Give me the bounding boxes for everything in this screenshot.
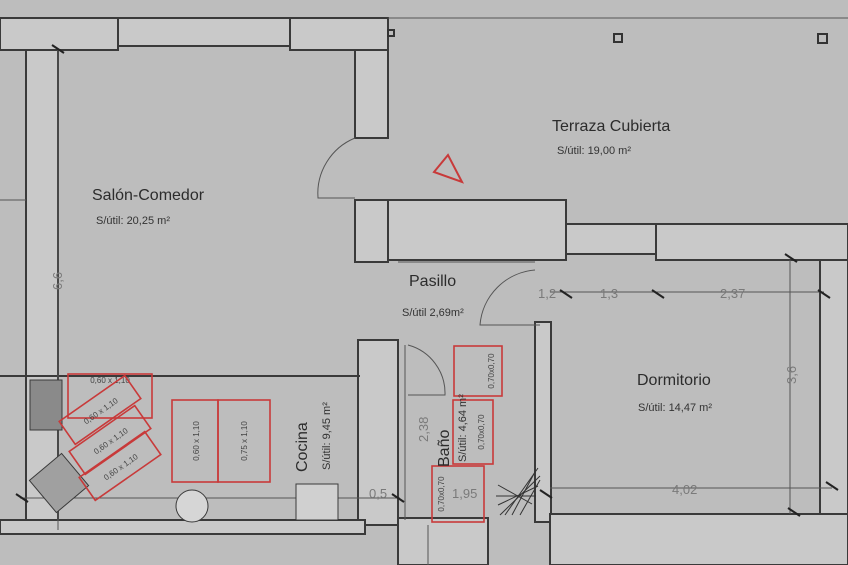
dim-pasillo-small: 1,2	[538, 286, 556, 301]
wall-top-mid	[289, 17, 389, 51]
wall-window-salon	[117, 17, 291, 47]
tick-6	[825, 481, 839, 491]
room-name-cocina: Cocina	[294, 422, 311, 472]
column-marker-2	[613, 33, 623, 43]
wall-salon-terrace-lower	[354, 199, 389, 263]
wall-dorm-right	[819, 259, 848, 531]
dim-dorm-bottom: 4,02	[672, 482, 697, 497]
fixture-b1	[453, 345, 503, 397]
room-area-salon: S/útil: 20,25 m²	[96, 215, 170, 227]
tick-1	[559, 289, 573, 299]
wall-terrace-bottom	[387, 199, 567, 261]
fixture-k5-label: 0,60 x 1,10	[192, 421, 201, 461]
tick-8	[51, 44, 65, 54]
tick-5	[787, 507, 801, 517]
tick-10	[391, 493, 405, 503]
dim-bano-side: 0,5	[369, 486, 387, 501]
north-triangle-icon	[432, 153, 465, 184]
washer-icon	[175, 489, 209, 523]
wall-bottom-kitchen	[0, 519, 366, 535]
fixture-k1-label: 0,60 x 1,10	[90, 376, 130, 385]
tick-7	[539, 489, 553, 499]
fixture-b2-label: 0,70x0,70	[477, 414, 486, 450]
walls	[0, 17, 848, 565]
room-area-bano: S/útil: 4,64 m²	[457, 394, 469, 462]
room-name-dormitorio: Dormitorio	[637, 372, 711, 389]
dim-dorm-right: 3,6	[784, 366, 799, 384]
wall-top-left	[0, 17, 119, 51]
stove-icon	[28, 452, 90, 514]
tick-2	[651, 289, 665, 299]
wall-bath-dorm	[534, 321, 552, 523]
tick-9	[15, 493, 29, 503]
shower-icon	[496, 467, 541, 516]
fixture-b1-label: 0,70x0,70	[487, 353, 496, 389]
fixture-k1	[67, 373, 153, 419]
room-name-salon: Salón-Comedor	[92, 187, 205, 204]
fixture-k6-label: 0,75 x 1,10	[240, 421, 249, 461]
wall-bottom-dorm	[549, 513, 848, 565]
fixture-b2	[452, 399, 494, 465]
dim-bano-width: 1,95	[452, 486, 477, 501]
wall-dorm-top	[655, 223, 848, 261]
room-name-pasillo: Pasillo	[409, 273, 456, 290]
room-area-cocina: S/útil: 9,45 m²	[321, 402, 333, 470]
fixture-k6	[217, 399, 271, 483]
wall-bottom-bath	[397, 517, 489, 565]
column-marker-1	[387, 29, 395, 37]
fixture-b3	[431, 465, 485, 523]
room-area-pasillo: S/útil 2,69m²	[402, 307, 464, 319]
room-area-terraza: S/útil: 19,00 m²	[557, 145, 631, 157]
dim-salon-height: 6,6	[50, 272, 65, 290]
bath-fixtures: 0,70x0,70 0,70x0,70 0,70x0,70	[431, 345, 541, 523]
dim-bano-height: 2,38	[416, 417, 431, 442]
door-salon-terrace	[317, 137, 356, 199]
room-area-dormitorio: S/útil: 14,47 m²	[638, 402, 712, 414]
wall-salon-terrace-upper	[354, 49, 389, 139]
wall-kitchen-bath	[357, 339, 399, 526]
wall-window-dorm	[565, 223, 657, 255]
room-name-bano: Baño	[436, 430, 453, 467]
door-pasillo-dorm	[479, 269, 540, 326]
room-name-terraza: Terraza Cubierta	[552, 118, 670, 135]
door-bath	[407, 344, 446, 396]
sink-icon	[29, 379, 63, 431]
column-marker-3	[817, 33, 828, 44]
fixture-b3-label: 0,70x0,70	[437, 476, 446, 512]
tick-4	[784, 253, 798, 263]
dim-dorm-top-a: 1,3	[600, 286, 618, 301]
fridge-icon	[295, 483, 339, 521]
tick-3	[817, 289, 831, 299]
dim-dorm-top-b: 2,37	[720, 286, 745, 301]
